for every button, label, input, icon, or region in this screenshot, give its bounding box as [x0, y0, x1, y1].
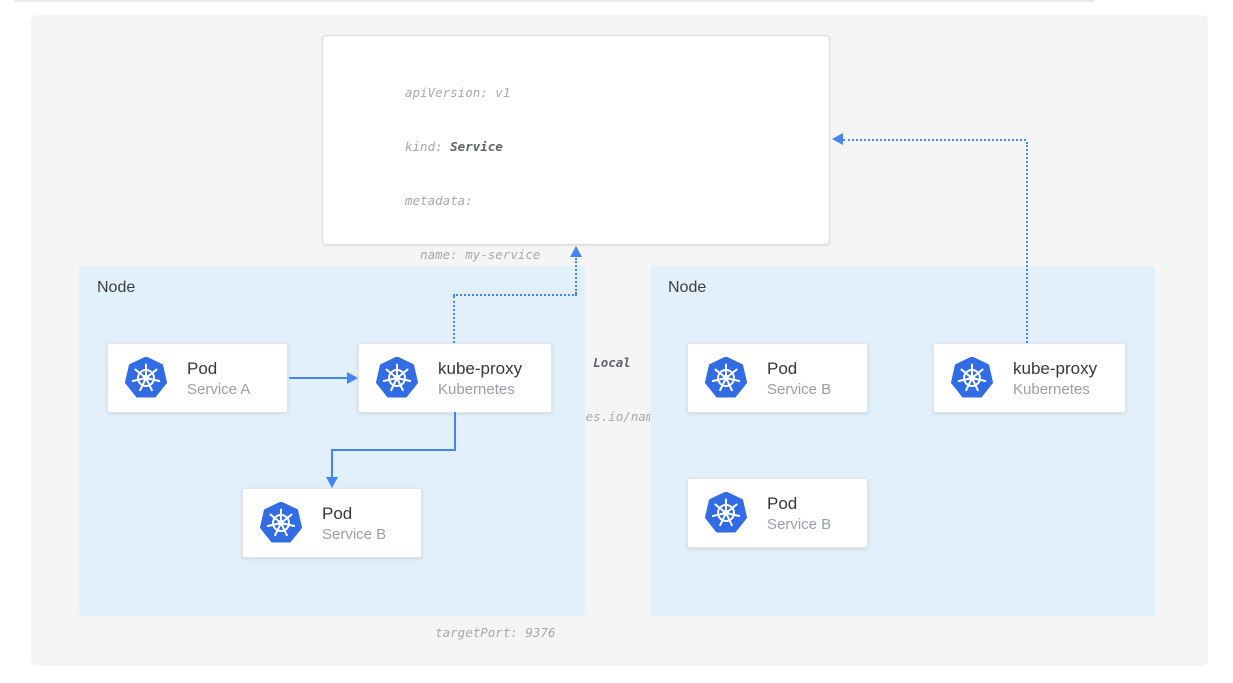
component-title: Pod: [767, 493, 798, 513]
top-divider: [14, 0, 1095, 2]
component-labels: Pod Service B: [767, 493, 831, 534]
kubernetes-icon: [950, 357, 994, 399]
component-labels: Pod Service B: [322, 503, 386, 544]
dotted-left-kube-proxy-head: [570, 246, 582, 257]
kubernetes-icon: [375, 357, 419, 399]
dotted-right-kube-proxy-head: [832, 133, 843, 145]
yaml-line: apiVersion: v1: [405, 84, 829, 102]
component-subtitle: Service A: [187, 380, 251, 398]
service-yaml-card: apiVersion: v1 kind: Service metadata: n…: [322, 35, 830, 640]
yaml-text-segment: apiVersion: v1: [405, 85, 511, 100]
yaml-text-segment: targetPort: 9376: [405, 625, 556, 640]
node-left: Node: [79, 266, 585, 616]
node-label: Node: [97, 279, 136, 296]
component-labels: Pod Service A: [187, 358, 250, 399]
pod-service-b-right-bottom-box: Pod Service B: [687, 478, 868, 548]
kubernetes-icon: [124, 357, 168, 399]
component-title: kube-proxy: [438, 358, 523, 378]
kube-proxy-right-box: kube-proxy Kubernetes: [933, 343, 1126, 413]
dotted-right-kube-proxy-vertical: [1026, 142, 1028, 343]
dotted-left-kube-proxy-horizontal: [453, 294, 577, 296]
component-labels: Pod Service B: [767, 358, 831, 399]
yaml-line: metadata:: [405, 192, 829, 210]
component-subtitle: Kubernetes: [1013, 380, 1090, 398]
component-title: kube-proxy: [1013, 358, 1098, 378]
component-subtitle: Service B: [322, 525, 387, 543]
kubernetes-icon: [704, 492, 748, 534]
kubernetes-icon: [704, 357, 748, 399]
arrow-kube-proxy-to-pod-b-vertical2: [331, 449, 333, 479]
pod-service-b-left-box: Pod Service B: [242, 488, 422, 558]
pod-service-a-box: Pod Service A: [107, 343, 288, 413]
yaml-line: name: my-service: [405, 246, 829, 264]
arrow-pod-a-to-kube-proxy-head: [347, 372, 358, 384]
node-label: Node: [668, 279, 707, 296]
yaml-text-segment: metadata:: [405, 193, 473, 208]
node-right: Node: [650, 266, 1155, 616]
component-subtitle: Kubernetes: [438, 380, 515, 398]
yaml-line: targetPort: 9376: [405, 624, 829, 642]
arrow-pod-a-to-kube-proxy-line: [289, 377, 349, 379]
component-title: Pod: [187, 358, 218, 378]
yaml-text-segment: kind:: [405, 139, 451, 154]
dotted-left-kube-proxy-vertical1: [453, 296, 455, 343]
arrow-kube-proxy-to-pod-b-head: [326, 477, 338, 488]
yaml-text-segment: name: my-service: [405, 247, 541, 262]
arrow-kube-proxy-to-pod-b-vertical1: [454, 412, 456, 451]
component-subtitle: Service B: [767, 515, 832, 533]
component-title: Pod: [767, 358, 798, 378]
pod-service-b-right-top-box: Pod Service B: [687, 343, 868, 413]
component-subtitle: Service B: [767, 380, 832, 398]
component-labels: kube-proxy Kubernetes: [1013, 358, 1097, 399]
dotted-right-kube-proxy-horizontal: [843, 139, 1026, 141]
kubernetes-icon: [259, 502, 303, 544]
component-title: Pod: [322, 503, 353, 523]
arrow-kube-proxy-to-pod-b-horizontal: [331, 449, 456, 451]
yaml-text-segment: Service: [450, 139, 503, 154]
component-labels: kube-proxy Kubernetes: [438, 358, 522, 399]
yaml-line: kind: Service: [405, 138, 829, 156]
yaml-text-segment: Local: [593, 355, 631, 370]
kube-proxy-left-box: kube-proxy Kubernetes: [358, 343, 552, 413]
dotted-left-kube-proxy-vertical2: [575, 258, 577, 294]
